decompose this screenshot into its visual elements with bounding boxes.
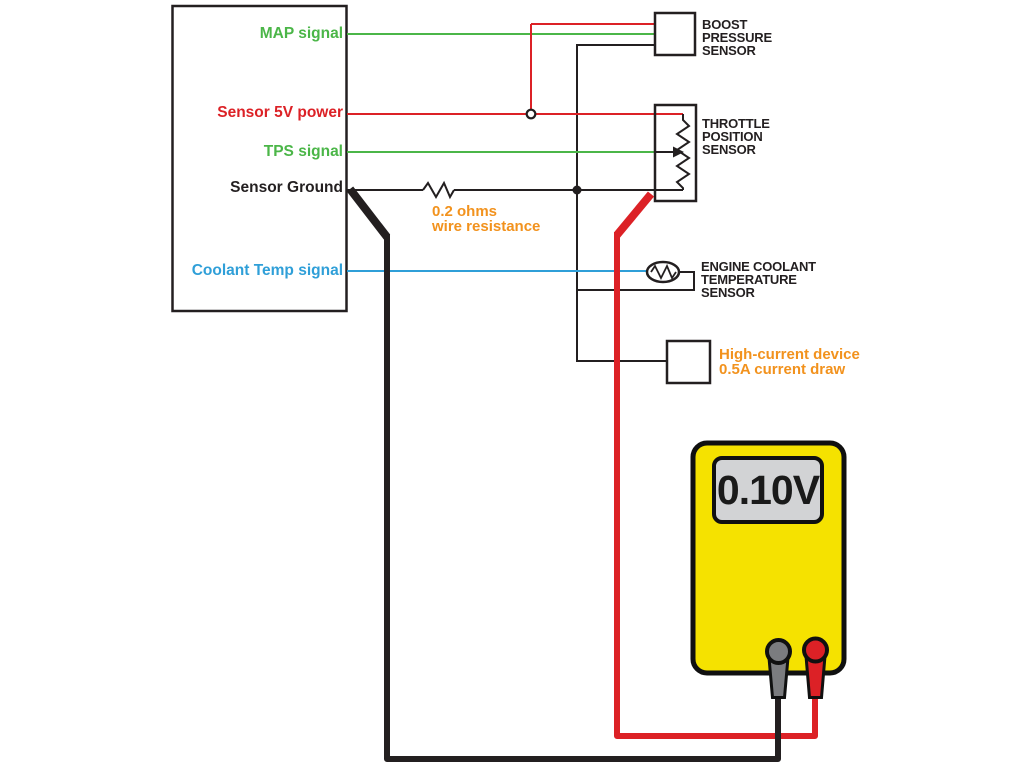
red-test-lead-start [613, 191, 655, 238]
boost-pressure-sensor-label: BOOST PRESSURE SENSOR [702, 17, 772, 58]
black-test-lead [384, 234, 781, 762]
throttle-position-sensor-box [653, 103, 698, 203]
wire-tap-circle-icon [525, 108, 537, 120]
tps-wiper-arrow-icon [673, 146, 684, 158]
ect-resistor-icon [650, 263, 677, 281]
throttle-position-sensor-label: THROTTLE POSITION SENSOR [702, 116, 770, 157]
junction-dot-icon [572, 185, 582, 195]
red-probe-jack-icon [802, 636, 829, 664]
ground-bus-wire [576, 44, 667, 362]
high-current-device-box [665, 339, 712, 385]
ect-return-wire [577, 271, 695, 291]
tps-potentiometer-icon [675, 114, 691, 190]
black-probe-jack-icon [765, 638, 792, 665]
ect-sensor-label: ENGINE COOLANT TEMPERATURE SENSOR [701, 259, 816, 300]
wire-resistance-annotation: 0.2 ohms wire resistance [432, 203, 541, 235]
ecu-pin-coolant-temp-signal: Coolant Temp signal [191, 262, 343, 279]
multimeter-reading: 0.10V [716, 466, 820, 513]
boost-pressure-sensor-box [653, 11, 697, 57]
high-current-device-annotation: High-current device 0.5A current draw [719, 346, 860, 378]
ecu-pin-map-signal: MAP signal [259, 25, 343, 42]
ecu-box [171, 4, 348, 313]
multimeter-display [712, 456, 824, 524]
black-test-lead-start [346, 186, 391, 240]
ground-wire-resistor-icon [422, 180, 455, 200]
five-volt-wire [347, 23, 683, 115]
ecu-pin-tps-signal: TPS signal [263, 143, 343, 160]
ecu-pin-sensor-ground: Sensor Ground [230, 179, 343, 196]
ecu-pin-sensor-5v-power: Sensor 5V power [217, 104, 343, 121]
